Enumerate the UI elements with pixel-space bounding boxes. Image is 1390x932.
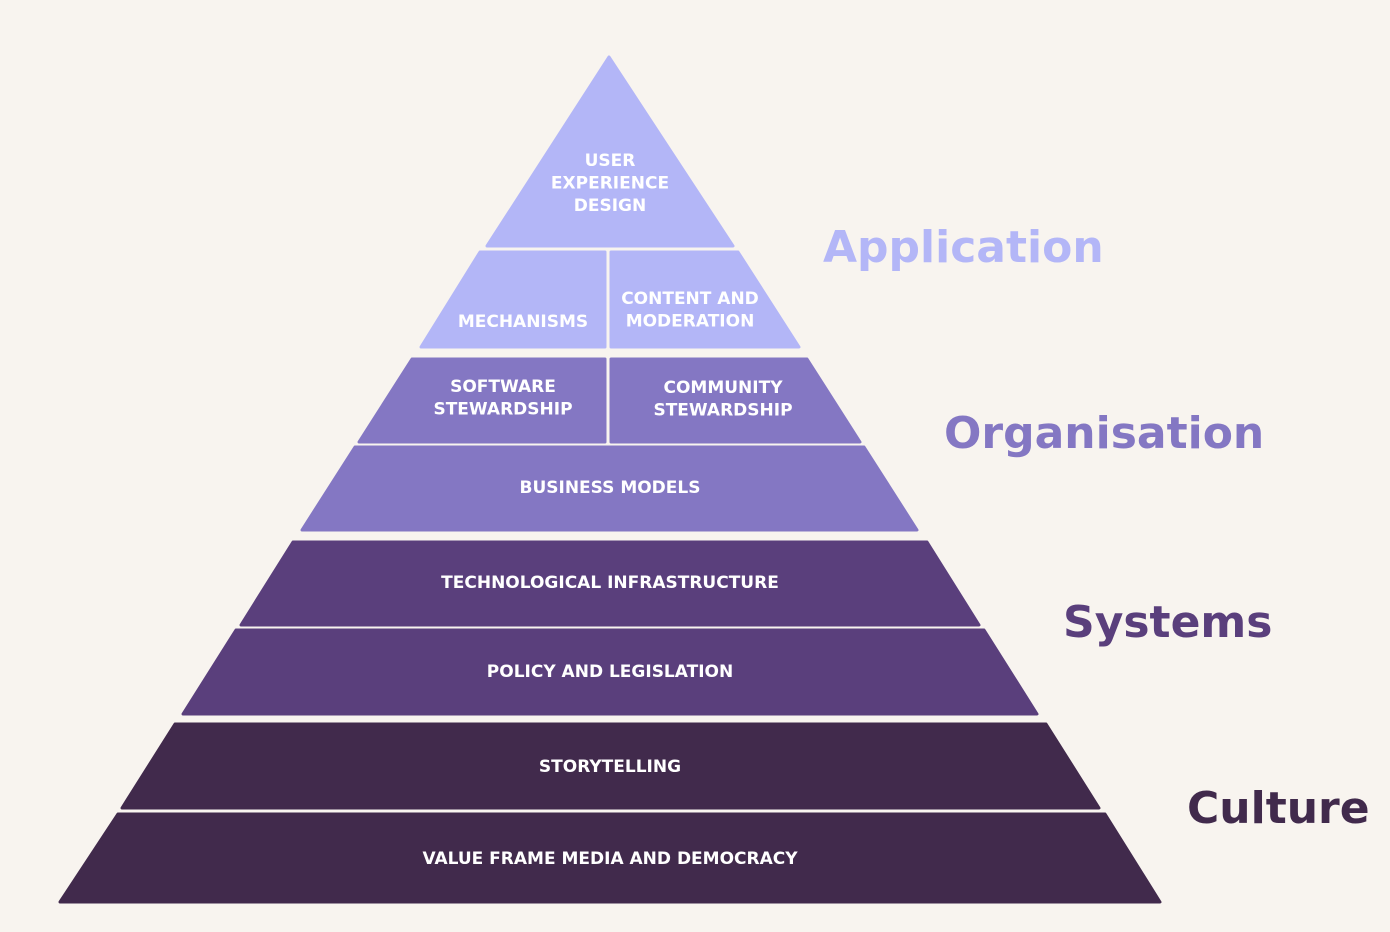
level-label-application: Application	[823, 222, 1104, 273]
block-label-content-and-moderation-line-1: CONTENT AND	[621, 289, 759, 309]
block-label-content-and-moderation-line-2: MODERATION	[626, 312, 755, 332]
block-shape-user-experience-design	[485, 55, 735, 248]
pyramid-block-business-models: BUSINESS MODELS	[300, 445, 919, 532]
block-shape-policy-and-legislation	[181, 628, 1039, 716]
block-label-value-frame-media-and-democracy-line-1: VALUE FRAME MEDIA AND DEMOCRACY	[422, 849, 798, 869]
pyramid-block-storytelling: STORYTELLING	[120, 722, 1101, 810]
level-label-culture: Culture	[1187, 783, 1370, 834]
block-shape-value-frame-media-and-democracy	[58, 812, 1162, 904]
pyramid-block-mechanisms: MECHANISMS	[419, 250, 607, 349]
block-label-technological-infrastructure-line-1: TECHNOLOGICAL INFRASTRUCTURE	[441, 573, 779, 593]
block-shape-storytelling	[120, 722, 1101, 810]
level-label-organisation: Organisation	[944, 408, 1264, 459]
block-label-community-stewardship-line-1: COMMUNITY	[663, 378, 783, 398]
block-shape-technological-infrastructure	[239, 540, 981, 627]
pyramid-block-software-stewardship: SOFTWARE STEWARDSHIP	[357, 357, 607, 444]
block-shape-content-and-moderation	[609, 250, 801, 349]
block-label-user-experience-design-line-2: EXPERIENCE	[551, 174, 669, 194]
block-label-storytelling-line-1: STORYTELLING	[539, 757, 681, 777]
block-shape-business-models	[300, 445, 919, 532]
block-label-community-stewardship-line-2: STEWARDSHIP	[653, 401, 792, 421]
block-label-software-stewardship-line-1: SOFTWARE	[450, 377, 556, 397]
block-shape-mechanisms	[419, 250, 607, 349]
block-shape-software-stewardship	[357, 357, 607, 444]
pyramid-block-policy-and-legislation: POLICY AND LEGISLATION	[181, 628, 1039, 716]
block-label-software-stewardship-line-2: STEWARDSHIP	[433, 400, 572, 420]
block-shape-community-stewardship	[609, 357, 862, 444]
level-label-systems: Systems	[1063, 597, 1272, 648]
pyramid-block-content-and-moderation: CONTENT AND MODERATION	[609, 250, 801, 349]
block-label-user-experience-design-line-1: USER	[585, 151, 636, 171]
block-label-business-models-line-1: BUSINESS MODELS	[520, 478, 701, 498]
block-label-policy-and-legislation-line-1: POLICY AND LEGISLATION	[487, 662, 733, 682]
pyramid-block-technological-infrastructure: TECHNOLOGICAL INFRASTRUCTURE	[239, 540, 981, 627]
block-label-mechanisms-line-1: MECHANISMS	[458, 312, 588, 332]
pyramid-block-value-frame-media-and-democracy: VALUE FRAME MEDIA AND DEMOCRACY	[58, 812, 1162, 904]
block-label-user-experience-design-line-3: DESIGN	[574, 196, 646, 216]
pyramid-block-community-stewardship: COMMUNITY STEWARDSHIP	[609, 357, 862, 444]
